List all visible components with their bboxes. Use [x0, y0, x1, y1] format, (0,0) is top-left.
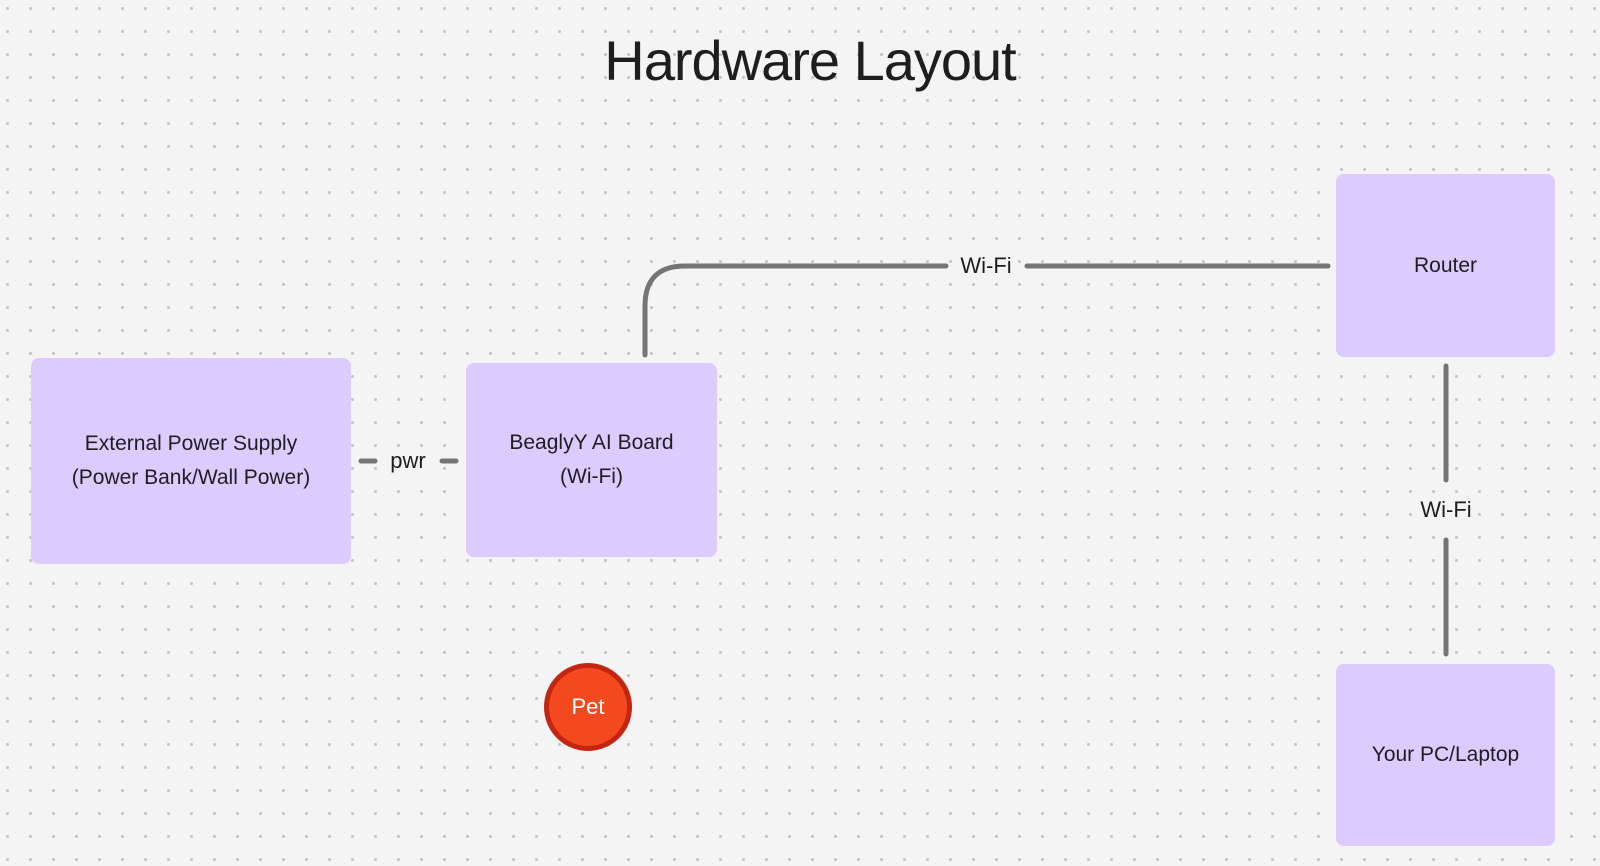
node-router-label: Router — [1413, 253, 1478, 277]
node-board-line1: BeaglyY AI Board — [509, 431, 674, 454]
node-board[interactable]: BeaglyY AI Board (Wi-Fi) — [466, 363, 717, 557]
node-board-line2: (Wi-Fi) — [560, 465, 623, 488]
node-power-supply[interactable]: External Power Supply (Power Bank/Wall P… — [31, 358, 351, 564]
connector-label-pwr: pwr — [386, 448, 430, 474]
node-power-supply-line1: External Power Supply — [84, 432, 298, 455]
connector-label-wifi-right: Wi-Fi — [1416, 497, 1476, 523]
connector-board-router-left[interactable] — [642, 263, 949, 358]
node-router[interactable]: Router — [1336, 174, 1555, 357]
connector-label-wifi-top: Wi-Fi — [956, 253, 1016, 279]
node-power-supply-line2: (Power Bank/Wall Power) — [71, 466, 311, 489]
node-pc[interactable]: Your PC/Laptop — [1336, 664, 1555, 846]
node-pc-label: Your PC/Laptop — [1371, 743, 1520, 766]
node-pet-label: Pet — [571, 694, 605, 719]
diagram-title: Hardware Layout — [604, 29, 1016, 92]
node-pet[interactable]: Pet — [544, 663, 632, 751]
